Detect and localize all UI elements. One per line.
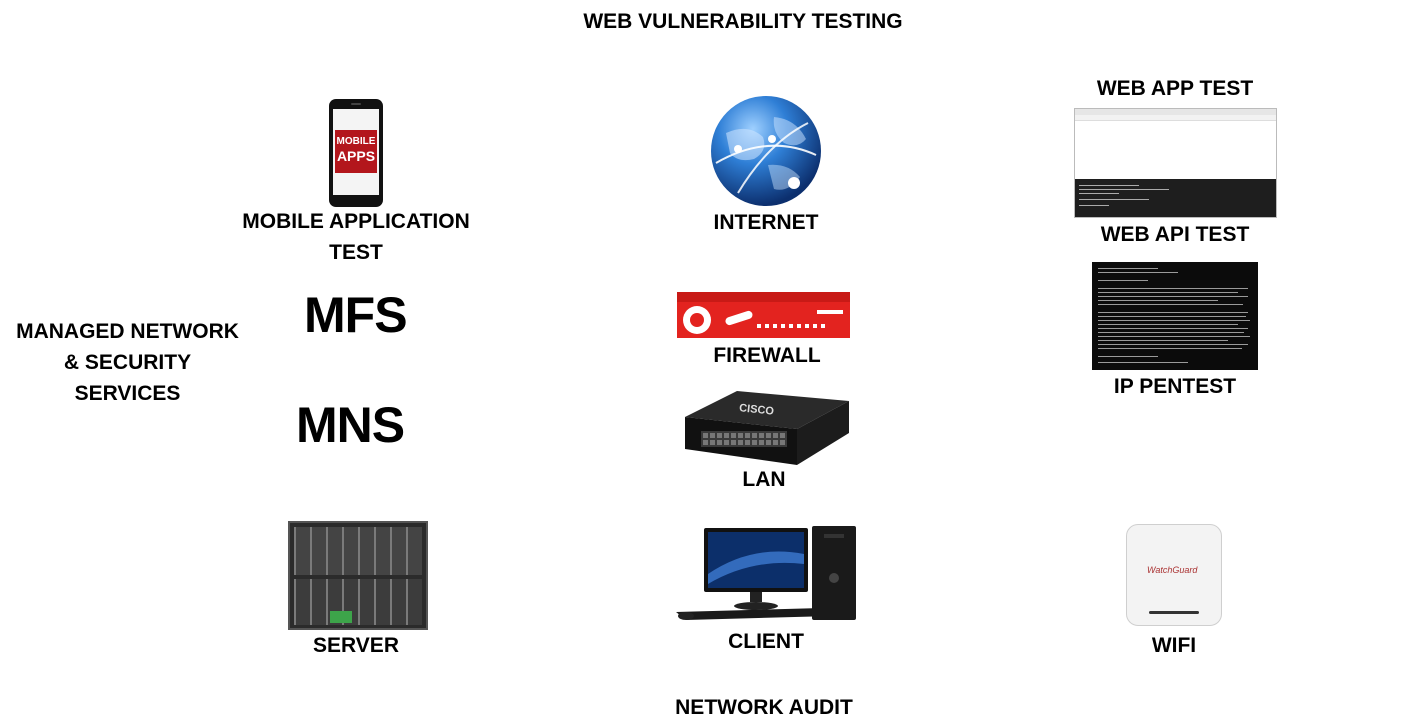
server-label: SERVER [313,634,399,657]
web-app-test-label: WEB APP TEST [1096,77,1254,100]
mobile-label-line2: TEST [329,241,383,264]
wifi-brand-text: WatchGuard [1147,565,1198,575]
switch-brand-text: CISCO [739,402,775,418]
mobile-apps-badge: MOBILE APPS [335,130,377,173]
web-api-test-label: WEB API TEST [1100,223,1250,246]
ip-pentest-label: IP PENTEST [1113,375,1237,398]
mobile-apps-badge-line2: APPS [336,148,376,164]
managed-services-label: MANAGED NETWORK & SECURITY SERVICES [0,316,255,409]
diagram-title-top: WEB VULNERABILITY TESTING [583,10,903,33]
mobile-phone-icon: MOBILE APPS [329,99,383,207]
client-label: CLIENT [728,630,804,653]
mns-acronym: MNS [296,397,405,453]
managed-services-line2: & SECURITY [63,351,192,374]
firewall-label: FIREWALL [713,344,821,367]
terminal-screenshot-icon [1092,262,1258,370]
network-switch-icon: CISCO [685,391,849,465]
mobile-apps-badge-line1: MOBILE [336,136,376,147]
globe-icon [711,96,821,206]
managed-services-line3: SERVICES [74,382,181,405]
mfs-acronym: MFS [304,287,408,343]
lan-label: LAN [742,468,786,491]
wifi-access-point-icon: WatchGuard [1126,524,1222,626]
wifi-label: WIFI [1151,634,1197,657]
desktop-computer-icon [676,526,856,620]
diagram-title-bottom: NETWORK AUDIT [675,696,853,719]
managed-services-line1: MANAGED NETWORK [16,320,239,343]
mobile-label-line1: MOBILE APPLICATION [242,210,470,233]
internet-label: INTERNET [713,211,819,234]
web-app-screenshot-icon [1074,108,1277,218]
blade-server-icon [288,521,428,630]
firewall-appliance-icon [677,292,850,338]
